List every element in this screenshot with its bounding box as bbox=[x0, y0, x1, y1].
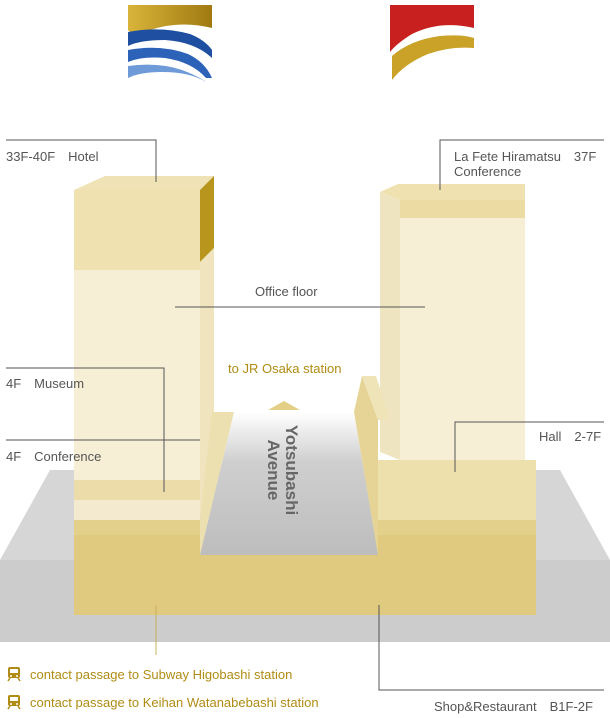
avenue-label: Yotsubashi Avenue bbox=[264, 424, 301, 516]
legend-item-keihan: contact passage to Keihan Watanabebashi … bbox=[6, 694, 319, 710]
legend-text-subway: contact passage to Subway Higobashi stat… bbox=[30, 666, 293, 682]
label-to-jr-osaka: to JR Osaka station bbox=[228, 361, 342, 376]
logo-red-emblem bbox=[390, 5, 474, 80]
label-museum: 4F Museum bbox=[6, 376, 85, 391]
label-hotel: 33F-40F Hotel bbox=[6, 149, 99, 164]
right-tower bbox=[376, 184, 536, 520]
legend-item-subway: contact passage to Subway Higobashi stat… bbox=[6, 666, 292, 682]
train-icon bbox=[7, 667, 21, 682]
legend-text-keihan: contact passage to Keihan Watanabebashi … bbox=[30, 694, 319, 710]
train-icon bbox=[7, 695, 21, 710]
label-conference-4f: 4F Conference bbox=[6, 449, 102, 464]
arrow-up-icon bbox=[268, 401, 300, 410]
label-hall: Hall 2-7F bbox=[539, 429, 602, 444]
label-shop-restaurant: Shop&Restaurant B1F-2F bbox=[434, 699, 593, 714]
left-tower bbox=[74, 176, 214, 520]
label-office-floor: Office floor bbox=[255, 284, 318, 299]
label-la-fete-hiramatsu: La Fete Hiramatsu 37F bbox=[454, 149, 597, 164]
logo-blue-emblem bbox=[128, 5, 212, 82]
avenue-label-line2: Avenue bbox=[264, 439, 283, 501]
yotsubashi-avenue-road bbox=[200, 412, 378, 555]
leader-lines bbox=[6, 139, 604, 691]
avenue-label-line1: Yotsubashi bbox=[282, 424, 301, 516]
label-conference-37f: Conference bbox=[454, 164, 522, 179]
